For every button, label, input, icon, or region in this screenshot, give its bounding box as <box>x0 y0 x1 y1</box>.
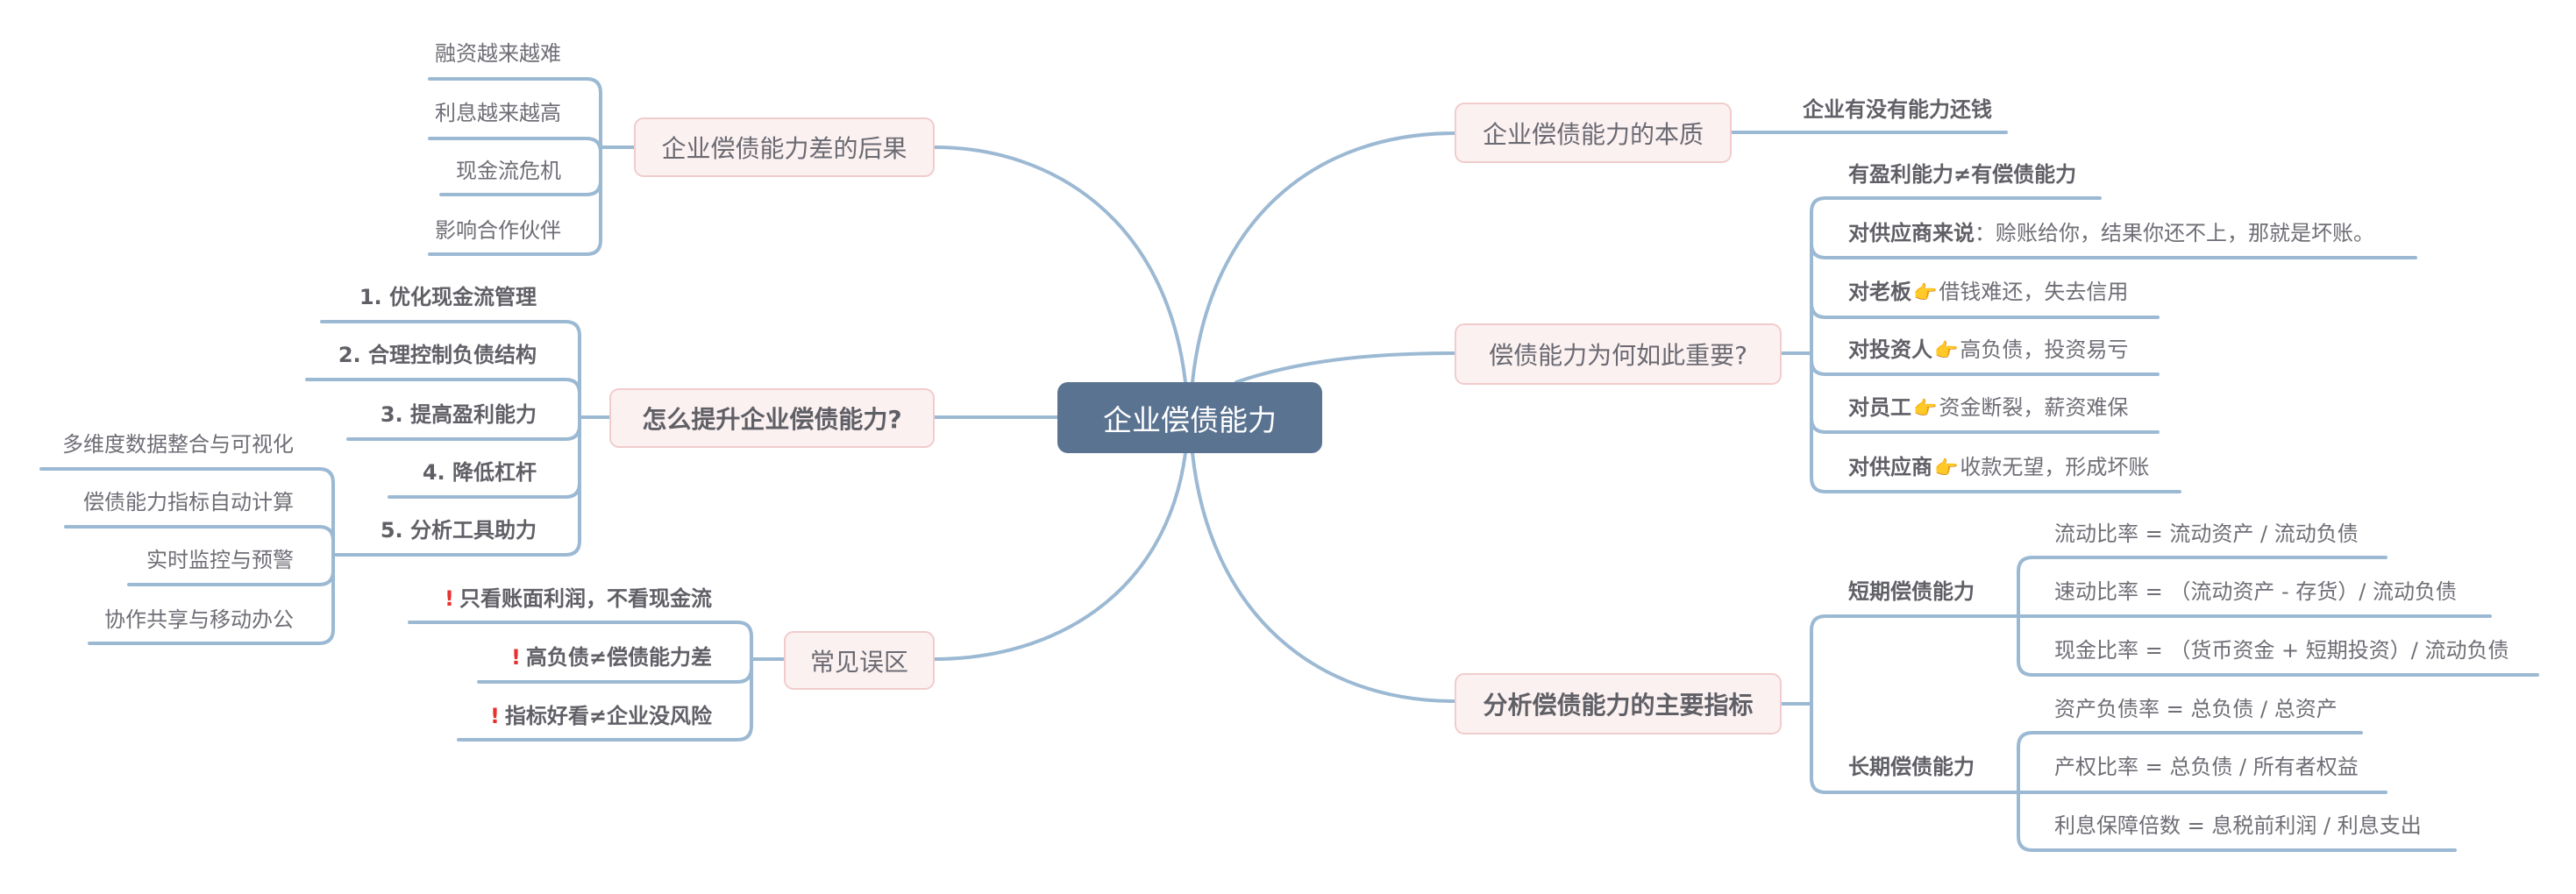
stakeholder-text: 资金断裂，薪资难保 <box>1939 395 2129 420</box>
stakeholder-text: 收款无望，形成坏账 <box>1960 455 2150 479</box>
long-term-label[interactable]: 长期偿债能力 <box>1848 755 1975 779</box>
tool-item[interactable]: 协作共享与移动办公 <box>104 607 294 632</box>
essence-item[interactable]: 企业有没有能力还钱 <box>1803 97 1992 122</box>
stakeholder-text: 高负债，投资易亏 <box>1960 337 2129 362</box>
tool-item[interactable]: 偿债能力指标自动计算 <box>83 490 294 514</box>
branch-consequences[interactable]: 企业偿债能力差的后果 <box>634 117 935 177</box>
myth-item[interactable]: !只看账面利润，不看现金流 <box>445 585 712 612</box>
consequence-item[interactable]: 融资越来越难 <box>435 41 561 66</box>
supplier-note-text: ：赊账给你，结果你还不上，那就是坏账。 <box>1975 221 2374 245</box>
stakeholder-item[interactable]: 对老板👉借钱难还，失去信用 <box>1848 279 2128 307</box>
consequence-item[interactable]: 影响合作伙伴 <box>435 218 561 243</box>
red-exclamation-icon: ! <box>445 586 454 611</box>
formula-item[interactable]: 资产负债率 = 总负债 / 总资产 <box>2054 697 2338 721</box>
pointing-hand-icon: 👉 <box>1913 398 1938 420</box>
stakeholder-label: 对投资人 <box>1848 337 1932 362</box>
branch-importance[interactable]: 偿债能力为何如此重要? <box>1455 323 1782 385</box>
formula-item[interactable]: 产权比率 = 总负债 / 所有者权益 <box>2054 755 2359 779</box>
branch-myths[interactable]: 常见误区 <box>784 631 935 690</box>
myth-text: 指标好看≠企业没风险 <box>504 704 712 728</box>
branch-improve[interactable]: 怎么提升企业偿债能力? <box>609 388 935 448</box>
central-topic[interactable]: 企业偿债能力 <box>1057 382 1322 453</box>
supplier-note-label: 对供应商来说 <box>1848 221 1975 245</box>
consequence-item[interactable]: 利息越来越高 <box>435 101 561 125</box>
pointing-hand-icon: 👉 <box>1934 340 1959 362</box>
formula-item[interactable]: 现金比率 = （货币资金 + 短期投资）/ 流动负债 <box>2054 638 2509 663</box>
stakeholder-label: 对老板 <box>1848 280 1911 304</box>
formula-item[interactable]: 速动比率 = （流动资产 - 存货）/ 流动负债 <box>2054 579 2457 604</box>
tool-item[interactable]: 多维度数据整合与可视化 <box>62 432 294 457</box>
branch-essence[interactable]: 企业偿债能力的本质 <box>1455 103 1732 163</box>
consequence-item[interactable]: 现金流危机 <box>456 159 561 183</box>
formula-item[interactable]: 流动比率 = 流动资产 / 流动负债 <box>2054 522 2359 546</box>
stakeholder-item[interactable]: 对供应商👉收款无望，形成坏账 <box>1848 454 2149 482</box>
red-exclamation-icon: ! <box>489 704 500 728</box>
supplier-note[interactable]: 对供应商来说：赊账给你，结果你还不上，那就是坏账。 <box>1848 220 2374 246</box>
importance-headline[interactable]: 有盈利能力≠有偿债能力 <box>1848 162 2077 187</box>
red-exclamation-icon: ! <box>510 645 521 670</box>
improve-item[interactable]: 5. 分析工具助力 <box>380 518 537 543</box>
stakeholder-label: 对供应商 <box>1848 455 1932 479</box>
branch-indicators[interactable]: 分析偿债能力的主要指标 <box>1455 673 1782 734</box>
pointing-hand-icon: 👉 <box>1934 458 1959 479</box>
improve-item[interactable]: 4. 降低杠杆 <box>422 460 537 485</box>
improve-item[interactable]: 3. 提高盈利能力 <box>380 402 537 427</box>
stakeholder-label: 对员工 <box>1848 395 1911 420</box>
improve-item[interactable]: 2. 合理控制负债结构 <box>338 343 537 367</box>
tool-item[interactable]: 实时监控与预警 <box>146 548 294 572</box>
pointing-hand-icon: 👉 <box>1913 282 1938 304</box>
short-term-label[interactable]: 短期偿债能力 <box>1848 579 1975 604</box>
improve-item[interactable]: 1. 优化现金流管理 <box>359 285 537 309</box>
myth-item[interactable]: !指标好看≠企业没风险 <box>490 703 712 729</box>
stakeholder-item[interactable]: 对投资人👉高负债，投资易亏 <box>1848 337 2128 365</box>
myth-text: 只看账面利润，不看现金流 <box>459 586 712 611</box>
stakeholder-item[interactable]: 对员工👉资金断裂，薪资难保 <box>1848 394 2128 422</box>
myth-item[interactable]: !高负债≠偿债能力差 <box>511 644 712 670</box>
myth-text: 高负债≠偿债能力差 <box>525 645 712 670</box>
formula-item[interactable]: 利息保障倍数 = 息税前利润 / 利息支出 <box>2054 813 2422 838</box>
stakeholder-text: 借钱难还，失去信用 <box>1939 280 2129 304</box>
